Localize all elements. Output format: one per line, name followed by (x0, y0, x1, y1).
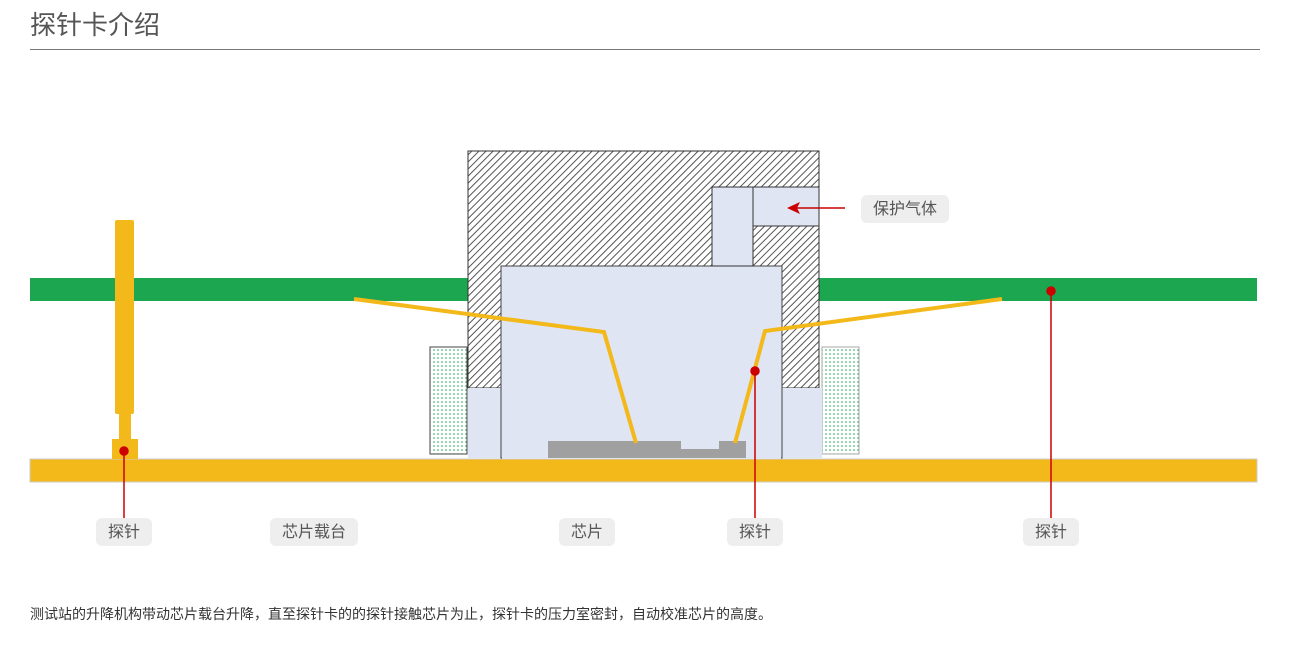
chip (548, 441, 746, 458)
label-probe-left: 探针 (95, 518, 153, 546)
page-title: 探针卡介绍 (30, 11, 161, 41)
marker-dot (1046, 286, 1056, 296)
cantilever-probe-right (733, 297, 1003, 444)
caption: 测试站的升降机构带动芯片载台升降，直至探针卡的的探针接触芯片为止，探针卡的压力室… (30, 607, 772, 623)
label-chip: 芯片 (558, 518, 616, 546)
cantilever-probe-left (353, 297, 638, 444)
gas-channel-vertical (711, 186, 754, 267)
gas-channel-horizontal (752, 186, 820, 227)
marker-dot (119, 446, 129, 456)
stage-base (29, 458, 1258, 483)
label-probe-middle: 探针 (726, 518, 784, 546)
label-probe-right: 探针 (1022, 518, 1080, 546)
marker-dot (750, 366, 760, 376)
pogo-probe (115, 220, 134, 414)
seal-left (429, 346, 468, 455)
label-protective-gas: 保护气体 (860, 195, 950, 223)
label-chip-stage: 芯片载台 (269, 518, 359, 546)
seal-right (821, 346, 860, 455)
divider (30, 49, 1260, 50)
arrow-icon (787, 202, 800, 214)
